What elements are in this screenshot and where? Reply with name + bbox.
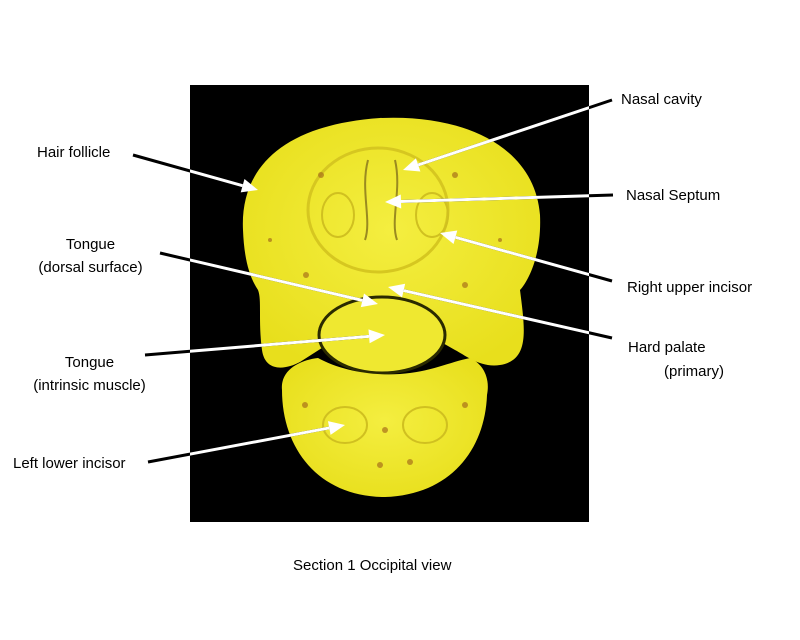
label-hard-palate: Hard palate: [628, 339, 706, 356]
label-line-1: Tongue: [65, 236, 116, 253]
label-nasal-septum: Nasal Septum: [626, 187, 721, 204]
leader-tongue-dorsal: [159, 251, 378, 308]
label-tongue-dorsal: Tongue (dorsal surface): [28, 236, 153, 277]
arrowhead-icon: [388, 283, 406, 298]
label-right-upper-incisor: Right upper incisor: [627, 279, 753, 296]
arrowhead-icon: [327, 421, 345, 435]
leader-tongue-intrinsic: [144, 329, 385, 357]
arrowhead-icon: [368, 329, 385, 344]
leader-nasal-septum: [385, 193, 614, 209]
leader-hair-follicle: [132, 153, 258, 193]
leader-hard-palate: [388, 283, 613, 340]
leader-left-lower-incisor: [147, 421, 345, 464]
label-hair-follicle: Hair follicle: [37, 144, 111, 161]
label-line-2: (dorsal surface): [38, 259, 143, 276]
figure-caption: Section 1 Occipital view: [293, 557, 452, 574]
arrowhead-icon: [240, 178, 258, 193]
label-nasal-cavity: Nasal cavity: [621, 91, 702, 108]
arrowhead-icon: [360, 293, 378, 308]
arrowhead-icon: [403, 158, 421, 172]
label-hard-palate-primary: (primary): [664, 363, 724, 380]
arrowhead-icon: [440, 230, 458, 245]
arrowhead-icon: [385, 194, 402, 209]
label-line-1: Tongue: [64, 354, 115, 371]
label-line-2: (intrinsic muscle): [33, 377, 146, 394]
leader-right-upper-incisor: [440, 230, 613, 283]
label-left-lower-incisor: Left lower incisor: [13, 455, 126, 472]
leader-nasal-cavity: [403, 98, 613, 172]
label-tongue-intrinsic: Tongue (intrinsic muscle): [22, 354, 157, 395]
